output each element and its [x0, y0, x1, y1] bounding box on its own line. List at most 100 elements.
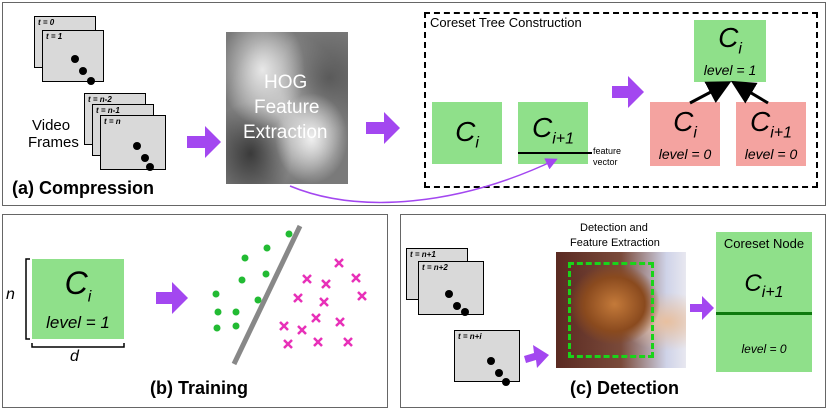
caption-training: (b) Training	[150, 378, 248, 398]
tree-edge-arrow	[689, 81, 732, 105]
flow-arrow	[187, 126, 221, 158]
flow-arrow	[156, 282, 188, 314]
training-scatter	[212, 230, 367, 349]
coreset-node-child: Ci level = 0	[650, 102, 720, 166]
class-a-point	[232, 322, 240, 330]
class-b-point	[335, 317, 345, 327]
class-b-point	[343, 337, 353, 347]
frame-time-label: t = 0	[38, 18, 55, 27]
video-frame: t = n	[100, 115, 166, 170]
feature-vector-label: vector	[593, 157, 618, 167]
flow-arrow	[366, 112, 400, 144]
node-letter: C	[744, 270, 762, 297]
separating-hyperplane	[231, 224, 303, 366]
dimension-d-bracket	[31, 343, 125, 348]
object-dot	[461, 308, 469, 316]
node-level: level = 1	[46, 313, 110, 332]
feature-vector-line	[518, 152, 592, 154]
tree-edge-arrow	[730, 80, 769, 105]
hog-label: Extraction	[243, 122, 328, 143]
coreset-node: Ci level = 1	[32, 259, 124, 339]
node-subscript: i	[87, 288, 92, 306]
object-dot	[87, 77, 95, 85]
frame-time-label: t = n-1	[96, 106, 120, 115]
coreset-tree-box	[424, 12, 818, 188]
class-b-point	[319, 297, 329, 307]
caption-compression: (a) Compression	[12, 178, 155, 198]
object-dot	[487, 357, 495, 365]
flow-arrow	[524, 345, 549, 368]
detection-label: Detection and	[580, 222, 648, 234]
feature-vector-line	[716, 312, 812, 315]
object-dot	[502, 378, 510, 386]
video-frames-label: Frames	[28, 134, 79, 151]
class-b-point	[302, 274, 312, 284]
video-frame: t = 1	[42, 30, 104, 82]
node-subscript: i	[738, 40, 742, 58]
caption-detection: (c) Detection	[570, 378, 680, 398]
coreset-node: Coreset Node Ci+1 level = 0	[716, 232, 812, 372]
dimension-n-label: n	[6, 286, 15, 303]
node-letter: C	[718, 22, 739, 53]
dimension-d-label: d	[70, 348, 79, 365]
node-level: level = 0	[658, 146, 712, 162]
node-level: level = 0	[744, 146, 798, 162]
node-subscript: i	[693, 124, 697, 142]
class-a-point	[214, 308, 222, 316]
node-level: level = 1	[703, 62, 757, 78]
node-level: level = 0	[741, 342, 787, 356]
class-b-point	[279, 321, 289, 331]
class-b-point	[311, 313, 321, 323]
coreset-node-child: Ci+1 level = 0	[736, 102, 806, 166]
class-a-point	[262, 270, 270, 278]
class-a-point	[212, 290, 220, 298]
class-a-point	[238, 276, 246, 284]
class-a-point	[232, 308, 240, 316]
frame-time-label: t = 1	[46, 32, 63, 41]
class-b-point	[351, 273, 361, 283]
frame-time-label: t = n+1	[410, 250, 436, 259]
feature-vector-arrow	[289, 158, 558, 204]
frame-time-label: t = n	[104, 117, 121, 126]
class-b-point	[293, 293, 303, 303]
object-dot	[79, 67, 87, 75]
flow-arrow	[690, 296, 714, 320]
object-dot	[146, 163, 154, 171]
frame-time-label: t = n-2	[88, 95, 112, 104]
class-a-point	[285, 230, 293, 238]
coreset-node-title: Coreset Node	[723, 236, 805, 251]
video-frame: t = n+i	[454, 330, 520, 382]
node-subscript: i+1	[761, 283, 784, 301]
video-frame: t = n+2	[418, 261, 484, 315]
frame-time-label: t = n+2	[422, 263, 448, 272]
frame-time-label: t = n+i	[458, 332, 482, 341]
class-b-point	[297, 325, 307, 335]
hog-label: HOG	[264, 72, 308, 93]
node-letter: C	[531, 112, 553, 143]
object-dot	[133, 142, 141, 150]
node-subscript: i+1	[552, 130, 575, 148]
class-b-point	[313, 337, 323, 347]
coreset-tree-title: Coreset Tree Construction	[430, 15, 582, 30]
panel-training	[2, 214, 388, 408]
detection-image	[556, 252, 686, 368]
panel-compression	[2, 2, 826, 206]
object-dot	[453, 302, 461, 310]
class-b-point	[321, 279, 331, 289]
node-letter: C	[64, 265, 88, 301]
class-a-point	[254, 296, 262, 304]
object-dot	[445, 290, 453, 298]
detection-bounding-box	[568, 262, 654, 358]
class-b-point	[283, 339, 293, 349]
object-dot	[141, 154, 149, 162]
node-letter: C	[673, 106, 694, 137]
object-dot	[71, 55, 79, 63]
node-subscript: i+1	[770, 124, 793, 142]
hog-label: Feature	[254, 97, 320, 118]
feature-vector-label: feature	[593, 146, 622, 156]
class-b-point	[357, 291, 367, 301]
node-letter: C	[455, 116, 476, 147]
flow-arrow	[612, 76, 644, 108]
